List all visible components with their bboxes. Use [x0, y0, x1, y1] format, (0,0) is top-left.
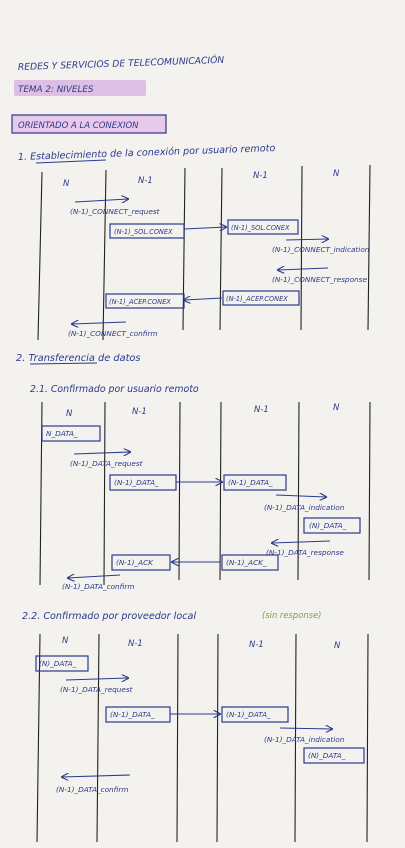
s3-note: (sin response) — [262, 610, 321, 620]
s2-data-box — [41, 425, 101, 442]
s3-col-n1b: N-1 — [249, 640, 264, 650]
s1-line-5 — [300, 165, 303, 331]
s3-indication: (N-1)_DATA_indication — [264, 735, 345, 744]
s1-col-n2: N — [333, 169, 340, 179]
s1-col-n1a: N-1 — [138, 176, 153, 186]
s2-req: (N-1)_DATA_request — [70, 459, 144, 468]
s2-confirm: (N-1)_DATA_confirm — [62, 582, 135, 591]
s1-conf-arrow — [72, 322, 127, 324]
s1-ind-arrow — [285, 239, 328, 240]
s2-data-right-box — [223, 474, 287, 491]
s2-response: (N-1)_DATA_response — [266, 548, 344, 557]
s3-line-4 — [216, 633, 219, 843]
s2-resp-arrow — [272, 541, 331, 543]
s2-conf-arrow — [68, 575, 121, 578]
s3-data-box-right — [303, 747, 365, 764]
s2-line-4 — [219, 401, 222, 581]
s1-req: (N-1)_CONNECT_request — [70, 207, 161, 216]
s1-line-6 — [367, 164, 371, 331]
s3-col-n2: N — [334, 641, 341, 651]
s1-req-arrow — [74, 199, 128, 202]
s1-col-n1b: N-1 — [253, 171, 268, 181]
s2-data-right: (N-1)_DATA_ — [228, 478, 273, 487]
s2-ack-right-box — [221, 554, 279, 571]
s3-line-5 — [294, 633, 297, 843]
s1-acep-right-box — [222, 290, 300, 306]
s3-req-arrow — [65, 678, 128, 680]
s1-indication: (N-1)_CONNECT_indication — [272, 245, 370, 254]
s1-acep-left-box — [105, 293, 185, 309]
s1-title: 1. Establecimiento de la conexión por us… — [18, 142, 276, 163]
s3-data-label: (N)_DATA_ — [39, 659, 77, 668]
s2-line-2 — [103, 401, 106, 586]
s2-req-arrow — [73, 452, 130, 454]
s2-ack-left: (N-1)_ACK — [116, 558, 154, 567]
s1-line-2 — [102, 169, 107, 341]
section-oriented-box — [11, 114, 167, 134]
s2-col-n: N — [66, 409, 73, 419]
s3-line-2 — [96, 633, 100, 843]
s1-col-n: N — [63, 179, 70, 189]
s2-data-box-right-label: (N)_DATA_ — [309, 521, 347, 530]
s3-ind-arrow — [279, 728, 332, 729]
s2-col-n1b: N-1 — [254, 405, 269, 415]
s2-data-left: (N-1)_DATA_ — [114, 478, 159, 487]
s1-confirm: (N-1)_CONNECT_confirm — [68, 329, 158, 338]
s1-sol-right: (N-1)_SOL.CONEX — [231, 224, 290, 232]
s2-ack-right: (N-1)_ACK_ — [226, 558, 267, 567]
s1-title-underline — [35, 159, 107, 164]
s1-sol-arrow — [183, 227, 226, 229]
s3-col-n1a: N-1 — [128, 639, 143, 649]
section-oriented-label: ORIENTADO A LA CONEXION — [18, 121, 139, 131]
s1-sol-left: (N-1)_SOL.CONEX — [114, 228, 173, 236]
header-tag: TEMA 2: NIVELES — [18, 85, 94, 95]
s2-data-box-right — [303, 517, 361, 534]
s2-title: 2. Transferencia de datos — [16, 353, 141, 364]
s1-acep-right: (N-1)_ACEP.CONEX — [226, 295, 288, 303]
s2-data-label: N_DATA_ — [46, 429, 78, 438]
s2-ind-arrow — [275, 495, 326, 497]
s2-ack-left-box — [111, 554, 171, 571]
header-title: REDES Y SERVICIOS DE TELECOMUNICACIÓN — [18, 54, 225, 73]
s3-confirm: (N-1)_DATA_confirm — [56, 785, 129, 794]
s2-line-5 — [297, 401, 300, 581]
s1-resp-arrow — [278, 268, 329, 270]
s1-acep-left: (N-1)_ACEP.CONEX — [109, 298, 171, 306]
s1-acep-arrow — [184, 298, 223, 300]
s1-line-1 — [37, 171, 43, 341]
s3-line-6 — [366, 633, 369, 843]
header-tag-highlight — [14, 80, 146, 96]
s1-line-4 — [219, 167, 223, 331]
s2-col-n2: N — [333, 403, 340, 413]
s2-line-6 — [368, 401, 371, 581]
s3-data-left: (N-1)_DATA_ — [110, 710, 155, 719]
s3-req: (N-1)_DATA_request — [60, 685, 134, 694]
s1-response: (N-1)_CONNECT_response — [272, 275, 367, 284]
s3-line-1 — [36, 633, 41, 843]
s2-col-n1a: N-1 — [132, 407, 147, 417]
s3-col-n: N — [62, 636, 69, 646]
s3-data-right: (N-1)_DATA_ — [226, 710, 271, 719]
s3-data-box-right-label: (N)_DATA_ — [308, 751, 346, 760]
s3-line-3 — [176, 633, 179, 843]
s3-title: 2.2. Confirmado por proveedor local — [22, 611, 196, 622]
s2-line-3 — [178, 401, 181, 581]
s1-sol-right-box — [227, 219, 299, 235]
s1-sol-left-box — [109, 223, 185, 239]
s2-sub: 2.1. Confirmado por usuario remoto — [30, 384, 199, 395]
s2-indication: (N-1)_DATA_indication — [264, 503, 345, 512]
s3-data-box — [35, 655, 89, 672]
s2-title-underline — [29, 362, 98, 365]
s3-data-right-box — [221, 706, 289, 723]
s3-conf-arrow — [62, 775, 131, 777]
